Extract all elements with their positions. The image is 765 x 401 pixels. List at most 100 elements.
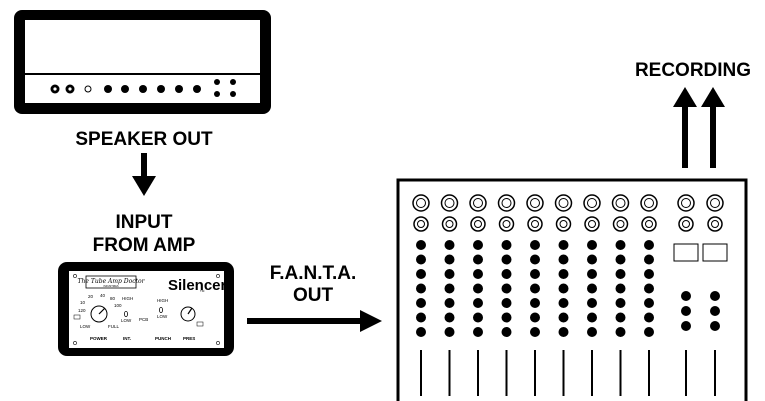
channel-knob <box>644 254 654 265</box>
channel-knob <box>558 269 569 279</box>
mixer-console <box>396 178 748 401</box>
xlr-inner-ring <box>473 198 483 208</box>
channel-knob <box>444 283 455 294</box>
channel-knob <box>644 298 654 308</box>
aux-knob <box>681 321 691 331</box>
scale-mark: 10 <box>80 300 86 305</box>
amp-jacks <box>50 84 92 94</box>
jack-inner-ring <box>417 220 425 228</box>
channel-knob <box>587 298 597 308</box>
channel-knob <box>473 298 483 308</box>
jack-inner-ring <box>531 220 539 228</box>
channel-knob <box>501 240 512 250</box>
jack-inner-ring <box>616 220 625 228</box>
channel-knob <box>587 283 597 294</box>
channel-knob <box>416 327 426 337</box>
channel-knob <box>615 298 626 308</box>
channel-knob <box>501 269 512 279</box>
channel-knob <box>501 327 512 337</box>
channel-knob <box>530 283 540 294</box>
channel-knob <box>416 240 426 250</box>
channel-knob <box>416 283 426 294</box>
channel-knob <box>416 312 426 323</box>
channel-knob <box>615 269 626 279</box>
channel-knob <box>558 254 569 265</box>
channel-knob <box>530 254 540 265</box>
xlr-inner-ring <box>416 198 426 208</box>
silencer-unit: The Tube Amp Doctor INDUSTRIES Silencer … <box>58 262 234 356</box>
channel-knob <box>444 240 455 250</box>
arrow-down <box>132 153 156 196</box>
channel-knob <box>444 312 455 323</box>
channel-knob <box>558 240 569 250</box>
brand-trademark: TM <box>200 289 205 293</box>
high-label: HIGH <box>122 296 133 301</box>
channel-knob <box>587 327 597 337</box>
channel-knob <box>473 254 483 265</box>
pres-knob: PRES <box>180 306 204 341</box>
aux-fader <box>685 350 687 396</box>
channel-fader <box>648 350 650 396</box>
mixer-channels <box>412 194 728 396</box>
channel-knob <box>530 312 540 323</box>
channel-knob <box>473 312 483 323</box>
channel-knob <box>587 240 597 250</box>
channel-knob <box>558 312 569 323</box>
xlr-inner-ring <box>644 198 654 208</box>
channel-fader <box>534 350 536 396</box>
low-label: LOW <box>80 324 91 329</box>
aux-knob <box>681 306 691 316</box>
channel-knob <box>530 298 540 308</box>
jack-inner-ring <box>502 220 511 228</box>
xlr-inner-ring <box>681 198 691 208</box>
channel-fader <box>448 350 451 396</box>
channel-knob <box>530 327 540 337</box>
jack-inner-ring <box>445 220 454 228</box>
channel-knob <box>587 269 597 279</box>
channel-knob <box>416 254 426 265</box>
channel-knob <box>444 269 455 279</box>
low-label: LOW <box>121 318 132 323</box>
aux-display-window <box>702 243 728 262</box>
recording-label: RECORDING <box>635 60 751 81</box>
arrows-up <box>673 87 725 168</box>
channel-knob <box>530 269 540 279</box>
scale-mark: 40 <box>100 293 106 298</box>
pres-label: PRES <box>183 336 195 341</box>
channel-knob <box>587 254 597 265</box>
channel-knob <box>416 298 426 308</box>
channel-knob <box>587 312 597 323</box>
channel-knob <box>558 283 569 294</box>
full-label: FULL <box>108 324 120 329</box>
channel-knob <box>558 298 569 308</box>
xlr-inner-ring <box>587 198 597 208</box>
speaker-out-label: SPEAKER OUT <box>75 129 213 150</box>
channel-knob <box>501 298 512 308</box>
input-label-line1: INPUT <box>116 212 173 233</box>
power-knob: 10 20 40 80 100 120 LOW FULL POWER <box>73 293 122 341</box>
scale-mark: 80 <box>110 296 116 301</box>
channel-knob <box>444 327 455 337</box>
aux-knob <box>710 291 720 301</box>
jack-inner-ring <box>682 220 690 228</box>
jack-inner-ring <box>711 220 719 228</box>
fanta-label-line1: F.A.N.T.A. <box>270 263 357 284</box>
channel-knob <box>530 240 540 250</box>
aux-knob <box>681 291 691 301</box>
channel-knob <box>644 240 654 250</box>
channel-knob <box>473 327 483 337</box>
channel-fader <box>562 350 565 396</box>
channel-knob <box>644 312 654 323</box>
logo-sub-text: INDUSTRIES <box>103 285 118 288</box>
fanta-label-line2: OUT <box>293 285 334 306</box>
channel-knob <box>501 312 512 323</box>
channel-knob <box>644 283 654 294</box>
power-label: POWER <box>90 336 108 341</box>
channel-knob <box>558 327 569 337</box>
xlr-inner-ring <box>530 198 540 208</box>
channel-knob <box>473 283 483 294</box>
tube-amp-doctor-logo <box>85 275 137 289</box>
channel-knob <box>644 269 654 279</box>
channel-knob <box>473 269 483 279</box>
jack-inner-ring <box>474 220 482 228</box>
